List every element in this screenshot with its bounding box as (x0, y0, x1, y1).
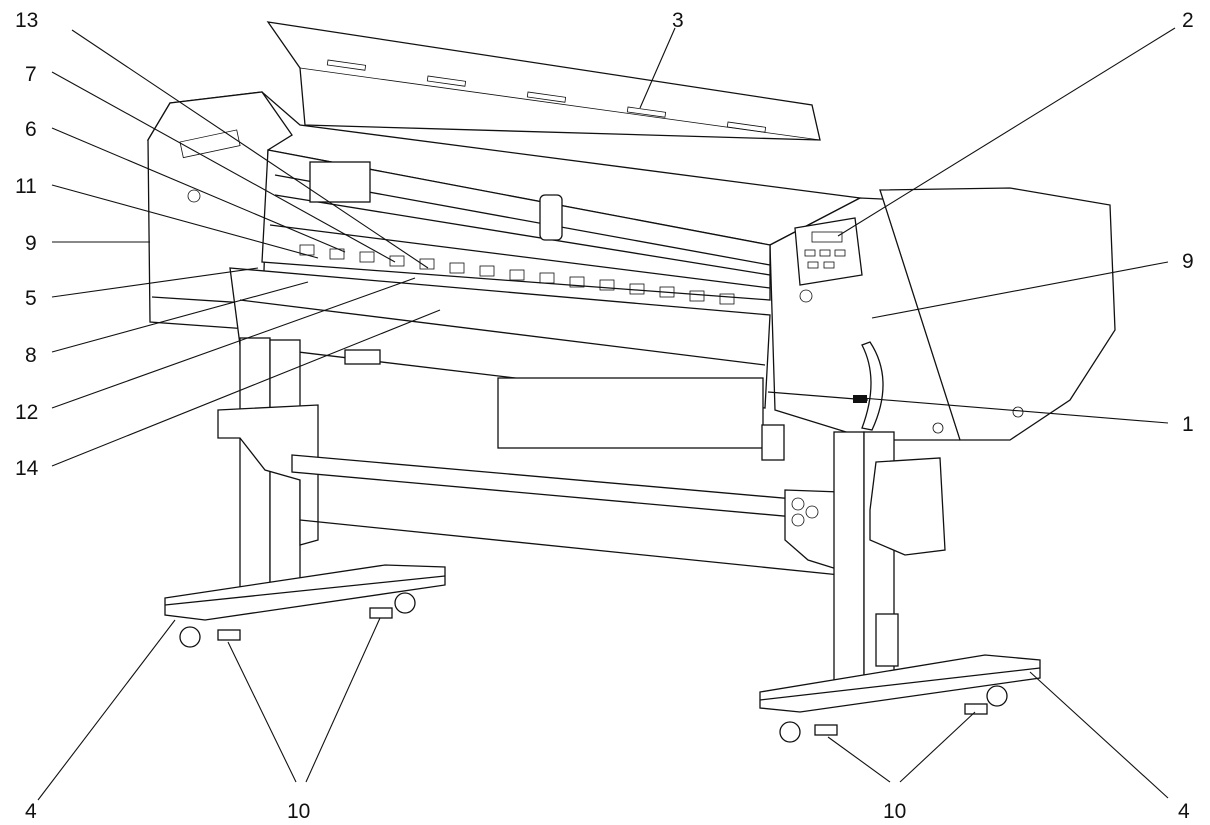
callout-12: 12 (15, 401, 38, 424)
callout-7: 7 (25, 63, 37, 86)
leader-11 (51, 184, 319, 259)
callout-4-left: 4 (25, 800, 37, 823)
leader-14 (51, 309, 441, 467)
leader-9-right (871, 261, 1169, 319)
callout-3: 3 (672, 9, 684, 32)
leader-10-left-a (227, 641, 297, 783)
leader-13 (71, 29, 429, 269)
leader-1 (861, 397, 1169, 424)
leader-4-left (37, 619, 176, 801)
leader-10-right-b (899, 711, 976, 783)
printer-illustration (146, 21, 1116, 743)
leader-7 (51, 71, 396, 263)
callout-11: 11 (15, 175, 37, 198)
callout-8: 8 (25, 344, 37, 367)
right-foot-casters (779, 685, 1008, 743)
callout-10-right: 10 (883, 800, 906, 823)
leader-5 (51, 267, 259, 298)
callout-4-right: 4 (1178, 800, 1190, 823)
callout-6: 6 (25, 118, 37, 141)
stand (164, 337, 1041, 743)
leader-10-left-b (305, 617, 381, 783)
leader-4-right (1029, 671, 1169, 799)
leader-10-right-a (827, 736, 891, 783)
top-cover (266, 21, 821, 141)
leader-lines (37, 27, 1176, 801)
leader-12 (51, 277, 416, 409)
callout-5: 5 (25, 287, 37, 310)
leader-8 (51, 281, 309, 353)
leader-3 (639, 27, 676, 109)
callout-2: 2 (1182, 9, 1194, 32)
callout-14: 14 (15, 457, 39, 480)
callout-labels: 1 2 3 4 4 5 6 7 8 9 9 10 10 11 12 13 14 (15, 9, 1194, 823)
leader-2 (837, 27, 1176, 237)
callout-10-left: 10 (287, 800, 310, 823)
platen-area (229, 149, 771, 409)
callout-9-left: 9 (25, 232, 37, 255)
callout-1: 1 (1182, 413, 1194, 436)
leader-6 (51, 127, 346, 253)
left-foot-casters (179, 592, 416, 648)
callout-13: 13 (15, 9, 38, 32)
callout-9-right: 9 (1182, 250, 1194, 273)
